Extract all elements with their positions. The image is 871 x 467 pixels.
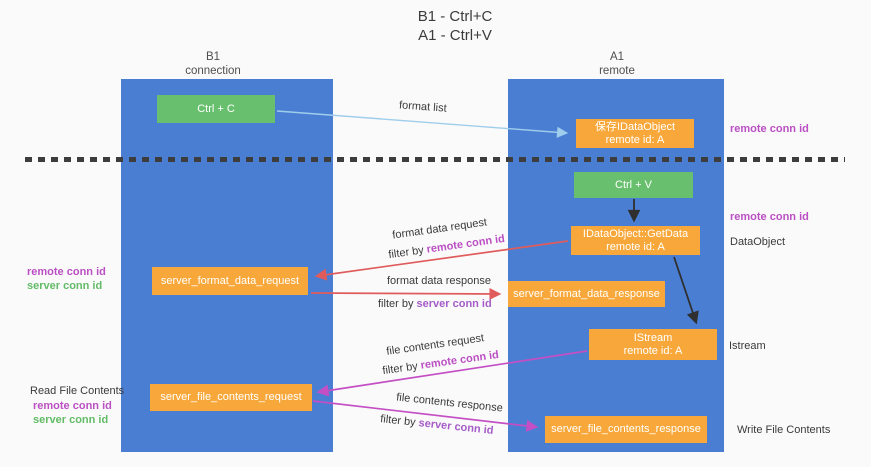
server-format-data-request-node: server_format_data_request (152, 267, 308, 295)
server-conn-id-text: server conn id (417, 417, 495, 437)
write-file-contents-label: Write File Contents (737, 424, 831, 436)
filter-by-prefix: filter by (381, 359, 422, 378)
filter-by-prefix: filter by (379, 413, 420, 430)
ctrl-c-node: Ctrl + C (157, 95, 275, 123)
left-remote-conn-id-label-2: remote conn id (33, 400, 112, 412)
ctrl-v-node: Ctrl + V (574, 172, 693, 198)
title-line-1: B1 - Ctrl+C (417, 8, 493, 25)
arrow-format-data-response (310, 287, 502, 300)
server-file-contents-response-node: server_file_contents_response (545, 416, 707, 443)
istream-node: IStream remote id: A (589, 329, 717, 360)
server-conn-id-text: server conn id (416, 298, 492, 310)
left-server-conn-id-label-2: server conn id (33, 414, 109, 426)
left-column-role: connection (185, 64, 241, 77)
server-format-data-response-label: server_format_data_response (513, 287, 660, 300)
filter-by-prefix: filter by (387, 243, 428, 262)
server-file-contents-request-node: server_file_contents_request (150, 384, 312, 411)
dataobject-label: DataObject (730, 236, 786, 248)
istream-side-label: Istream (729, 340, 766, 352)
save-dataobject-node: 保存IDataObject remote id: A (576, 119, 694, 148)
ctrl-v-label: Ctrl + V (615, 178, 652, 191)
left-server-conn-id-label-1: server conn id (27, 280, 103, 292)
server-file-contents-response-label: server_file_contents_response (551, 423, 701, 435)
getdata-node: IDataObject::GetData remote id: A (571, 226, 700, 255)
remote-conn-id-text: remote conn id (419, 348, 500, 372)
format-data-response-label: format data response (387, 275, 491, 287)
format-list-label: format list (398, 99, 448, 115)
right-remote-conn-id-label-1: remote conn id (730, 123, 809, 135)
right-column-name: A1 (609, 51, 625, 63)
istream-line2: remote id: A (623, 344, 683, 357)
server-format-data-request-label: server_format_data_request (160, 274, 300, 287)
getdata-line1: IDataObject::GetData (582, 227, 689, 240)
filter-by-server-1-label: filter by server conn id (378, 298, 492, 310)
ctrl-c-label: Ctrl + C (197, 102, 235, 115)
right-column-role: remote (599, 64, 635, 77)
istream-line1: IStream (633, 331, 673, 344)
save-dataobject-line1: 保存IDataObject (594, 120, 676, 133)
diagram-title: B1 - Ctrl+C A1 - Ctrl+V (350, 7, 560, 45)
title-line-2: A1 - Ctrl+V (418, 27, 492, 44)
left-column-name: B1 (205, 51, 221, 63)
server-format-data-response-node: server_format_data_response (508, 281, 665, 307)
left-column-header: B1 connection (153, 51, 273, 78)
getdata-line2: remote id: A (606, 240, 665, 253)
remote-conn-id-text: remote conn id (425, 232, 506, 256)
server-file-contents-request-label: server_file_contents_request (160, 391, 302, 403)
right-column-header: A1 remote (557, 51, 677, 78)
file-contents-response-label: file contents response (395, 391, 504, 415)
read-file-contents-label: Read File Contents (30, 385, 125, 397)
right-remote-conn-id-label-2: remote conn id (730, 211, 809, 223)
left-remote-conn-id-label-1: remote conn id (27, 266, 106, 278)
dashed-separator-line (25, 157, 845, 162)
filter-by-server-2-label: filter by server conn id (380, 413, 494, 437)
filter-by-prefix: filter by (378, 298, 417, 310)
save-dataobject-line2: remote id: A (605, 133, 665, 146)
